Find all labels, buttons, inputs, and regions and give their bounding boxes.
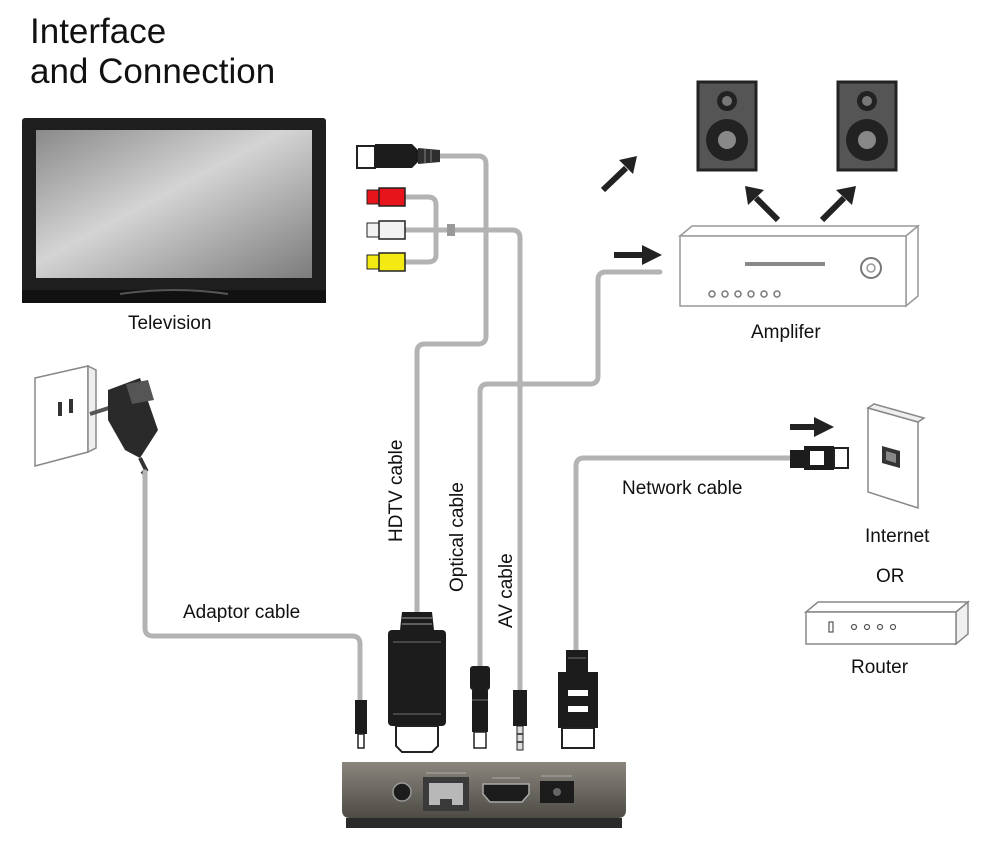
power-adaptor	[89, 378, 158, 476]
dc-power-plug	[355, 700, 367, 749]
arrow-into-amplifier	[614, 245, 662, 265]
title-line-2: and Connection	[30, 52, 276, 91]
av-cable-junction	[447, 224, 455, 236]
internet-wall-plate	[866, 403, 926, 510]
adaptor-cable-label: Adaptor cable	[183, 602, 301, 623]
optical-plug-box	[470, 666, 490, 749]
diagram-title: Interface and Connection	[30, 12, 275, 92]
rca-white-plug	[366, 220, 406, 240]
rj45-plug-box	[558, 650, 598, 749]
hdmi-connector-tv	[356, 144, 440, 169]
arrow-to-left-speaker	[600, 156, 637, 193]
hdtv-cable-path	[414, 153, 489, 615]
power-outlet	[34, 364, 97, 467]
amplifier-label: Amplifer	[751, 322, 821, 343]
router-label: Router	[851, 657, 909, 678]
hdmi-port	[482, 783, 530, 803]
router	[803, 600, 971, 646]
arrow-amp-to-speaker-right	[819, 186, 856, 223]
av-cable-label: AV cable	[496, 553, 517, 628]
optical-cable-label: Optical cable	[447, 482, 468, 592]
or-label: OR	[876, 566, 905, 587]
rca-yellow-plug	[366, 252, 406, 272]
adaptor-cable-path	[142, 469, 363, 703]
title-line-1: Interface	[30, 12, 167, 51]
internet-label: Internet	[865, 526, 930, 547]
av-cable-path	[451, 227, 523, 693]
amplifier	[677, 224, 921, 308]
optical-cable-path	[477, 269, 663, 669]
av-plug-box	[513, 690, 527, 751]
speaker-right	[836, 80, 898, 172]
hdtv-cable-label: HDTV cable	[386, 439, 407, 542]
hdmi-plug-box	[388, 612, 446, 753]
network-cable-label: Network cable	[622, 478, 743, 499]
arrow-into-internet	[790, 417, 834, 437]
rca-splitter-path	[402, 194, 457, 265]
arrow-amp-to-speaker-left	[745, 186, 781, 223]
network-cable-path	[573, 455, 793, 653]
speaker-left	[696, 80, 758, 172]
ethernet-port	[423, 777, 469, 811]
cables	[142, 153, 793, 703]
rca-red-plug	[366, 187, 406, 207]
media-box	[342, 762, 626, 828]
av-port	[392, 782, 412, 802]
dc-power-port	[540, 781, 574, 803]
rj45-connector-wall	[790, 446, 849, 470]
television-label: Television	[128, 313, 212, 334]
television	[22, 118, 326, 303]
